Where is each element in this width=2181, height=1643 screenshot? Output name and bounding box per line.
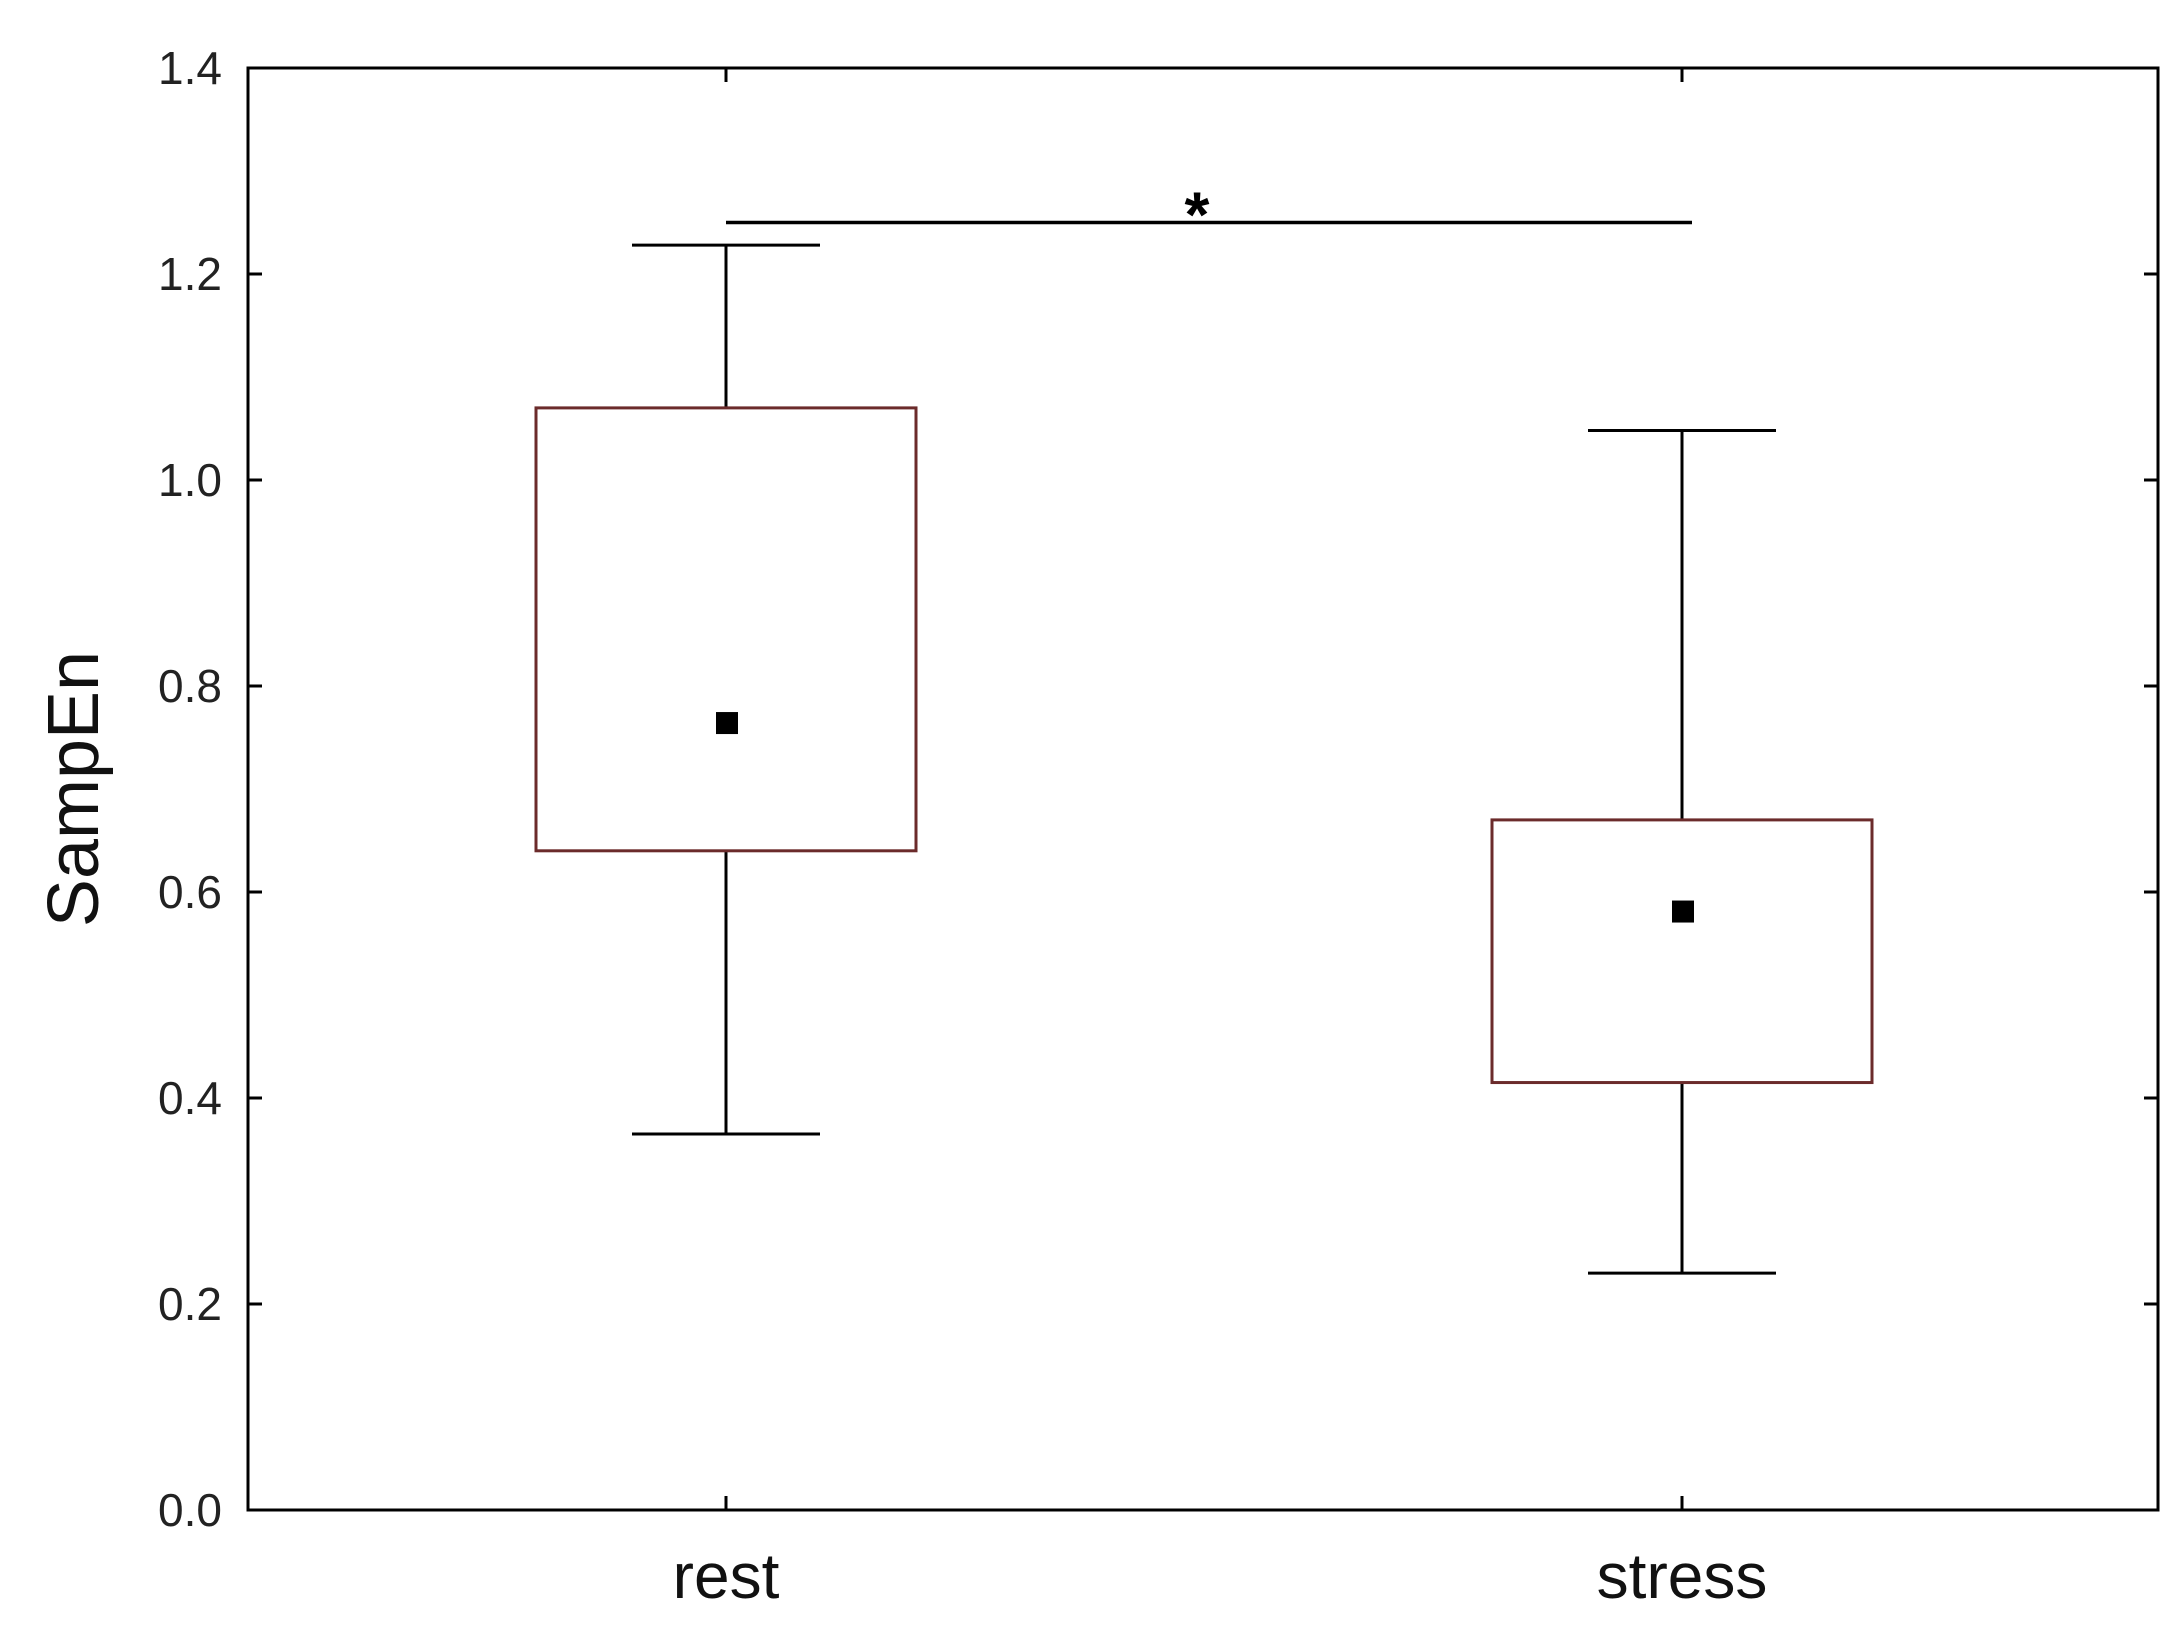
boxes bbox=[534, 243, 1874, 1275]
significance-annotation: * bbox=[726, 179, 1692, 251]
y-axis: 0.0 0.2 0.4 0.6 0.8 1.0 1.2 1.4 bbox=[158, 42, 2158, 1536]
y-tick-label: 1.0 bbox=[158, 454, 222, 506]
y-tick-label: 0.0 bbox=[158, 1484, 222, 1536]
y-axis-title: SampEn bbox=[34, 651, 114, 927]
center-marker bbox=[716, 712, 738, 735]
y-tick-label: 0.8 bbox=[158, 660, 222, 712]
x-category-label: stress bbox=[1597, 1540, 1768, 1612]
y-tick-label: 0.6 bbox=[158, 866, 222, 918]
significance-star: * bbox=[1185, 179, 1210, 251]
y-tick-label: 0.4 bbox=[158, 1072, 222, 1124]
box-body bbox=[534, 406, 918, 853]
y-tick-label: 1.4 bbox=[158, 42, 222, 94]
y-tick-label: 1.2 bbox=[158, 248, 222, 300]
box-rest bbox=[534, 243, 918, 1136]
center-marker bbox=[1672, 900, 1694, 923]
x-category-label: rest bbox=[673, 1540, 780, 1612]
x-axis: rest stress bbox=[673, 68, 1768, 1612]
plot-frame bbox=[246, 66, 2160, 1512]
y-tick-label: 0.2 bbox=[158, 1278, 222, 1330]
box-body bbox=[1490, 818, 1874, 1085]
box-stress bbox=[1490, 429, 1874, 1275]
